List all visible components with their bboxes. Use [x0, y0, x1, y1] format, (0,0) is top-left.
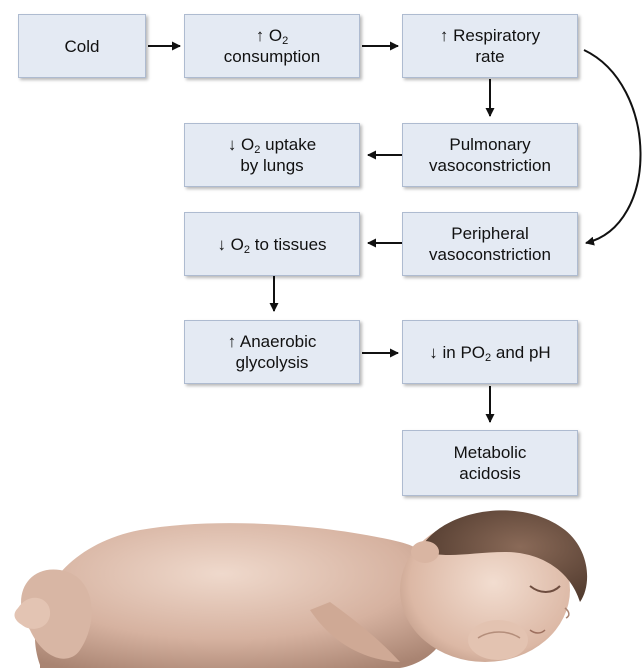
text-segment: consumption [224, 47, 320, 66]
node-label-line: by lungs [228, 155, 316, 176]
text-segment: glycolysis [236, 353, 309, 372]
text-segment: ↓ O [217, 235, 243, 254]
node-label-line: vasoconstriction [429, 244, 551, 265]
text-segment: and pH [491, 343, 551, 362]
node-label-line: ↑ O2 [224, 25, 320, 46]
node-label-line: Cold [65, 36, 100, 57]
node-cold: Cold [18, 14, 146, 78]
text-segment: ↑ Respiratory [440, 26, 540, 45]
node-label-line: consumption [224, 46, 320, 67]
text-segment: by lungs [240, 156, 303, 175]
text-segment: ↑ O [256, 26, 282, 45]
text-segment: vasoconstriction [429, 156, 551, 175]
node-label: ↓ in PO2 and pH [429, 342, 550, 363]
node-label-line: ↓ in PO2 and pH [429, 342, 550, 363]
text-segment: acidosis [459, 464, 520, 483]
text-segment: ↑ Anaerobic [228, 332, 317, 351]
infant-ear [411, 541, 439, 563]
node-label-line: Pulmonary [429, 134, 551, 155]
node-label-line: Peripheral [429, 223, 551, 244]
sleeping-infant-illustration [0, 490, 644, 669]
node-respiratory-rate: ↑ Respiratory rate [402, 14, 578, 78]
node-pulmonary-vasoconstriction: Pulmonary vasoconstriction [402, 123, 578, 187]
node-label-line: glycolysis [228, 352, 317, 373]
arrow-respiratory-rate-to-peripheral-vaso [584, 50, 641, 243]
node-label: Cold [65, 36, 100, 57]
node-label: Peripheral vasoconstriction [429, 223, 551, 265]
node-label-line: rate [440, 46, 540, 67]
infant-hand [468, 620, 528, 660]
infant-foot [15, 598, 51, 629]
node-po2-and-ph: ↓ in PO2 and pH [402, 320, 578, 384]
node-label: ↑ Respiratory rate [440, 25, 540, 67]
text-segment: rate [475, 47, 504, 66]
node-label-line: vasoconstriction [429, 155, 551, 176]
node-label: Metabolic acidosis [454, 442, 527, 484]
text-segment: Peripheral [451, 224, 529, 243]
node-label-line: acidosis [454, 463, 527, 484]
infant-body [35, 523, 451, 668]
text-segment: vasoconstriction [429, 245, 551, 264]
text-segment: ↓ in PO [429, 343, 485, 362]
node-metabolic-acidosis: Metabolic acidosis [402, 430, 578, 496]
node-peripheral-vasoconstriction: Peripheral vasoconstriction [402, 212, 578, 276]
node-anaerobic-glycolysis: ↑ Anaerobic glycolysis [184, 320, 360, 384]
text-segment: to tissues [250, 235, 327, 254]
text-segment: Pulmonary [449, 135, 530, 154]
node-label-line: ↑ Respiratory [440, 25, 540, 46]
text-segment: Cold [65, 37, 100, 56]
node-label-line: ↑ Anaerobic [228, 331, 317, 352]
text-segment: ↓ O [228, 135, 254, 154]
node-label-line: ↓ O2 to tissues [217, 234, 326, 255]
node-o2-to-tissues: ↓ O2 to tissues [184, 212, 360, 276]
node-label-line: ↓ O2 uptake [228, 134, 316, 155]
node-label-line: Metabolic [454, 442, 527, 463]
text-segment: uptake [260, 135, 316, 154]
text-segment: Metabolic [454, 443, 527, 462]
node-label: Pulmonary vasoconstriction [429, 134, 551, 176]
node-label: ↓ O2 to tissues [217, 234, 326, 255]
node-label: ↑ Anaerobic glycolysis [228, 331, 317, 373]
